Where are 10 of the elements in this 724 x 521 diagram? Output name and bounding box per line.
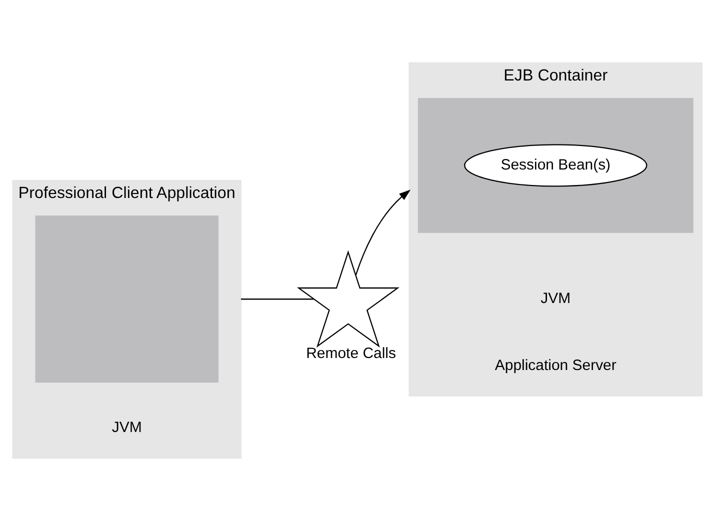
node-star <box>296 250 400 348</box>
node-text: JVM <box>112 419 142 436</box>
node-text: JVM <box>540 290 571 308</box>
connector <box>240 298 314 300</box>
node-ellipse: Session Bean(s) <box>464 144 648 187</box>
arrow <box>355 190 411 276</box>
cluster <box>418 98 694 233</box>
node-label: Remote Calls <box>306 345 396 362</box>
node-text: Application Server <box>494 356 616 374</box>
node-box <box>35 216 218 383</box>
